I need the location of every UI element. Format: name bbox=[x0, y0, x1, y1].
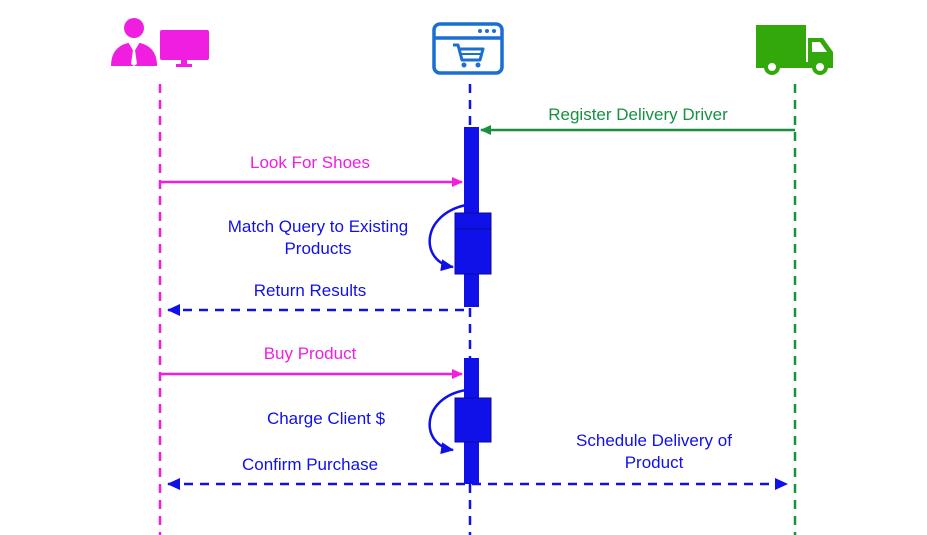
charge-client-label: Charge Client $ bbox=[267, 409, 386, 428]
match-query-label-line2: Products bbox=[284, 239, 351, 258]
register-driver-label: Register Delivery Driver bbox=[548, 105, 728, 124]
match-query-self-arrow bbox=[428, 203, 467, 272]
buy-product-label: Buy Product bbox=[264, 344, 357, 363]
schedule-delivery-label-line2: Product bbox=[625, 453, 684, 472]
store-self-activation-2 bbox=[454, 397, 492, 443]
user-at-computer-icon bbox=[111, 18, 209, 67]
match-query-label-line1: Match Query to Existing bbox=[228, 217, 408, 236]
return-results-label: Return Results bbox=[254, 281, 366, 300]
look-for-shoes-label: Look For Shoes bbox=[250, 153, 370, 172]
browser-shopping-cart-icon bbox=[432, 22, 504, 75]
schedule-delivery-label-line1: Schedule Delivery of bbox=[576, 431, 732, 450]
delivery-truck-icon bbox=[756, 25, 833, 75]
confirm-purchase-label: Confirm Purchase bbox=[242, 455, 378, 474]
store-self-activation-1 bbox=[454, 212, 492, 275]
charge-client-self-arrow bbox=[428, 388, 467, 455]
